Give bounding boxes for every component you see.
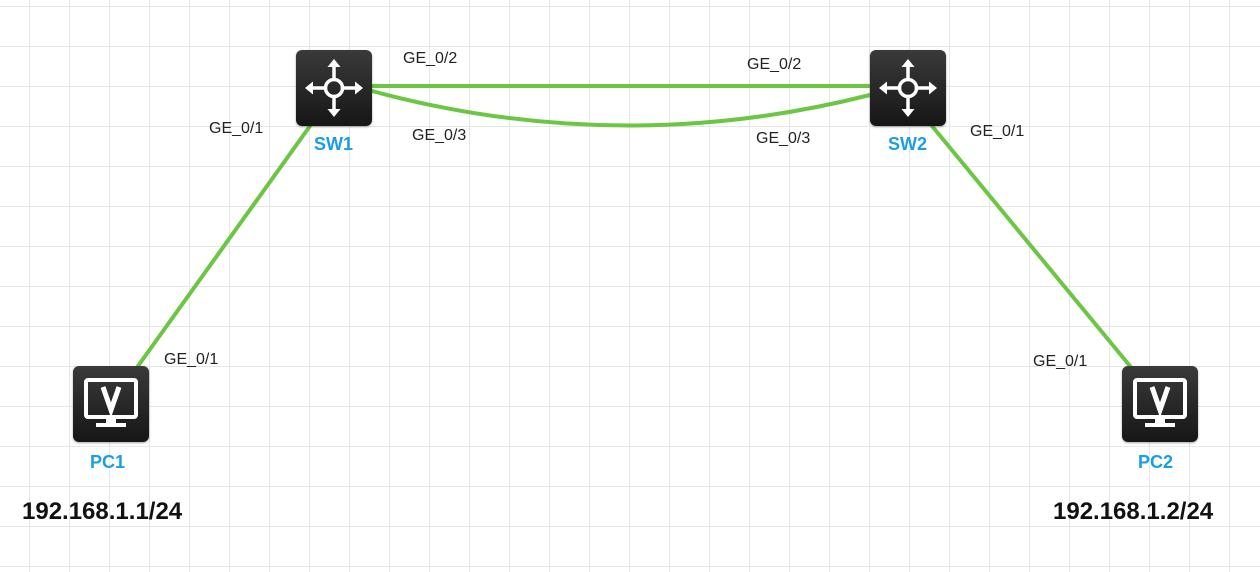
- port-label-pc2-ge01: GE_0/1: [1033, 353, 1088, 370]
- device-name-pc1: PC1: [90, 452, 126, 472]
- pc-monitor-icon: [1133, 378, 1187, 427]
- device-name-pc2: PC2: [1138, 452, 1174, 472]
- switch-sw2[interactable]: [870, 50, 946, 126]
- port-label-sw2-ge03: GE_0/3: [756, 130, 811, 147]
- pc-pc1[interactable]: [73, 366, 149, 442]
- ip-address-pc1: 192.168.1.1/24: [22, 498, 183, 525]
- port-label-sw1-ge03: GE_0/3: [412, 127, 467, 144]
- port-label-sw1-ge01: GE_0/1: [209, 120, 264, 137]
- port-label-sw2-ge02: GE_0/2: [747, 56, 802, 73]
- link-sw2-pc2[interactable]: [930, 124, 1132, 368]
- port-label-sw1-ge02: GE_0/2: [403, 50, 458, 67]
- pc-pc2[interactable]: [1122, 366, 1198, 442]
- device-name-sw1: SW1: [314, 134, 354, 154]
- ip-address-pc2: 192.168.1.2/24: [1053, 498, 1214, 525]
- link-sw1-pc1[interactable]: [136, 124, 312, 368]
- port-label-sw2-ge01: GE_0/1: [970, 123, 1025, 140]
- port-label-pc1-ge01: GE_0/1: [164, 351, 219, 368]
- switch-sw1[interactable]: [296, 50, 372, 126]
- switch-icon: [305, 59, 363, 117]
- switch-icon: [879, 59, 937, 117]
- link-sw1-sw2-ge03[interactable]: [370, 89, 872, 128]
- device-name-sw2: SW2: [888, 134, 928, 154]
- pc-monitor-icon: [84, 378, 138, 427]
